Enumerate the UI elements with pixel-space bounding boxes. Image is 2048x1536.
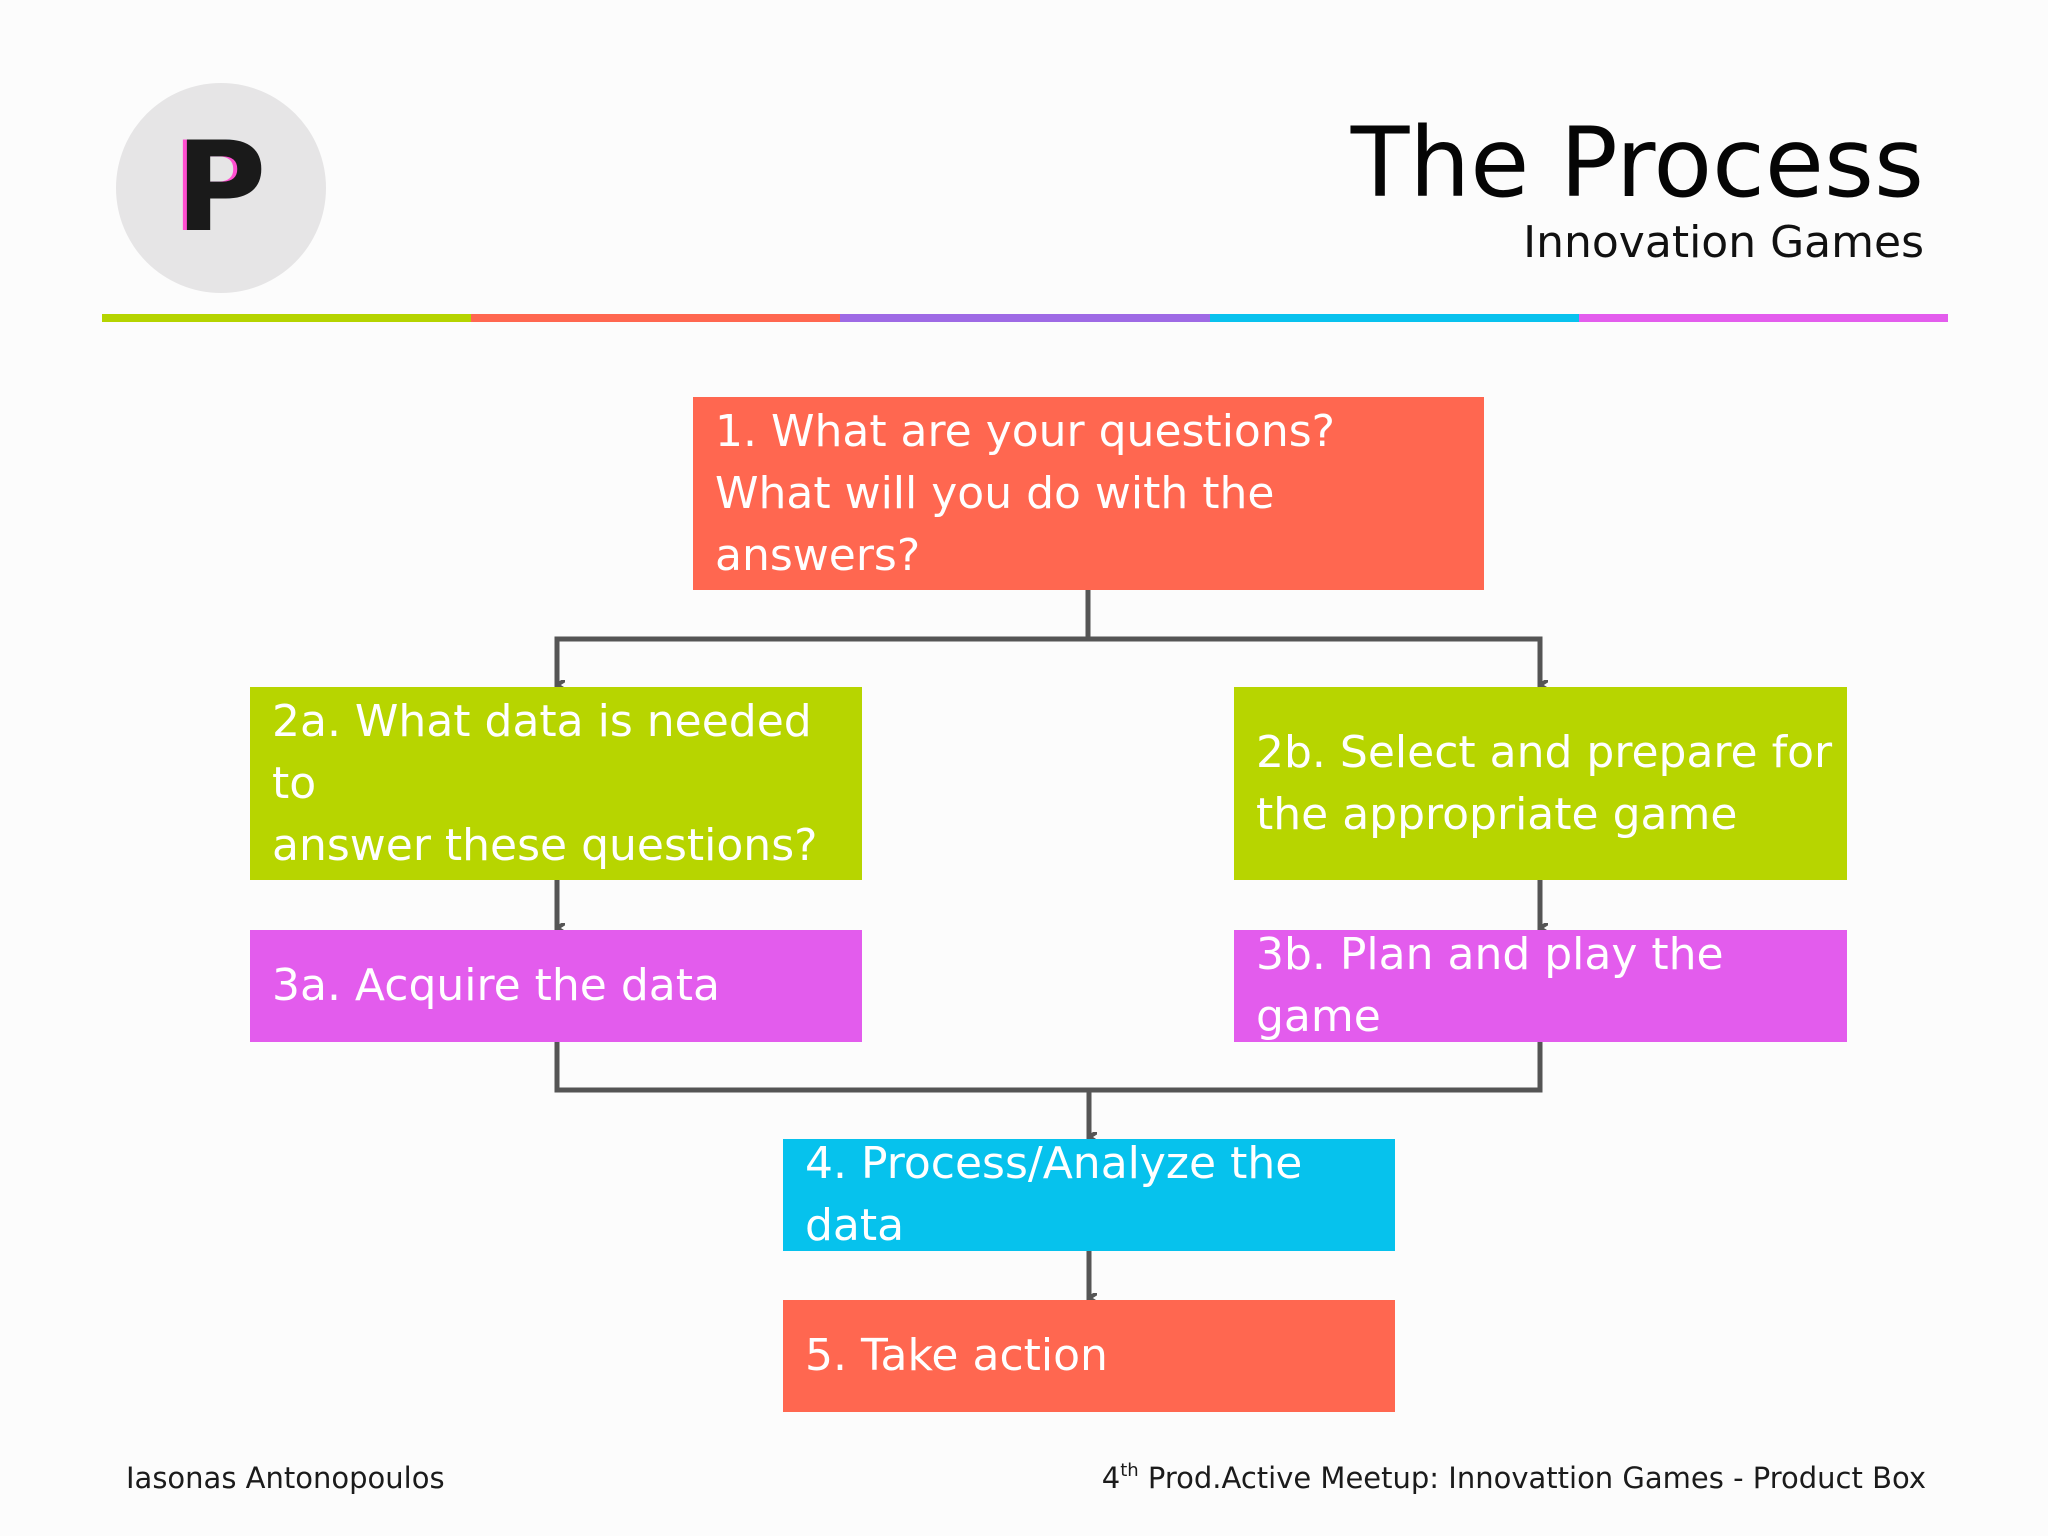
slide-title: The Process xyxy=(1350,107,1924,219)
step-3a-label: 3a. Acquire the data xyxy=(272,960,720,1011)
step-1-questions-box: 1. What are your questions? What will yo… xyxy=(693,397,1484,590)
slide-subtitle: Innovation Games xyxy=(1523,217,1924,268)
connector-step-1-to-2b xyxy=(1085,587,1540,685)
divider-segment-green xyxy=(102,314,472,322)
step-2b-label: 2b. Select and prepare for the appropria… xyxy=(1256,726,1833,840)
divider-segment-orange xyxy=(471,314,841,322)
logo-letter-p: P xyxy=(175,116,267,260)
step-2b-select-game-box: 2b. Select and prepare for the appropria… xyxy=(1234,687,1847,880)
multicolor-divider xyxy=(102,314,1949,322)
step-4-label: 4. Process/Analyze the data xyxy=(805,1139,1303,1251)
step-4-process-data-box: 4. Process/Analyze the data xyxy=(783,1139,1395,1251)
step-1-label: 1. What are your questions? What will yo… xyxy=(715,405,1335,581)
step-5-label: 5. Take action xyxy=(805,1330,1108,1381)
footer-event-superscript: th xyxy=(1120,1460,1139,1481)
connector-step-3a-to-4 xyxy=(554,1039,1089,1137)
step-3a-acquire-data-box: 3a. Acquire the data xyxy=(250,930,862,1042)
connector-step-3b-to-4 xyxy=(1086,1039,1543,1137)
step-2a-label: 2a. What data is needed to answer these … xyxy=(272,695,818,871)
presenter-logo: P xyxy=(116,83,326,293)
step-2a-data-needed-box: 2a. What data is needed to answer these … xyxy=(250,687,862,880)
step-5-take-action-box: 5. Take action xyxy=(783,1300,1395,1412)
footer-event: 4th Prod.Active Meetup: Innovattion Game… xyxy=(1102,1458,1926,1498)
footer-event-number: 4 xyxy=(1101,1461,1121,1495)
step-3b-plan-game-box: 3b. Plan and play the game xyxy=(1234,930,1847,1042)
divider-segment-purple xyxy=(840,314,1210,322)
step-3b-label: 3b. Plan and play the game xyxy=(1256,930,1724,1042)
divider-segment-cyan xyxy=(1209,314,1579,322)
footer-event-text: Prod.Active Meetup: Innovattion Games - … xyxy=(1138,1461,1926,1495)
footer-author: Iasonas Antonopoulos xyxy=(126,1461,445,1495)
connector-step-1-to-2a xyxy=(554,587,1091,685)
divider-segment-magenta xyxy=(1578,314,1949,322)
